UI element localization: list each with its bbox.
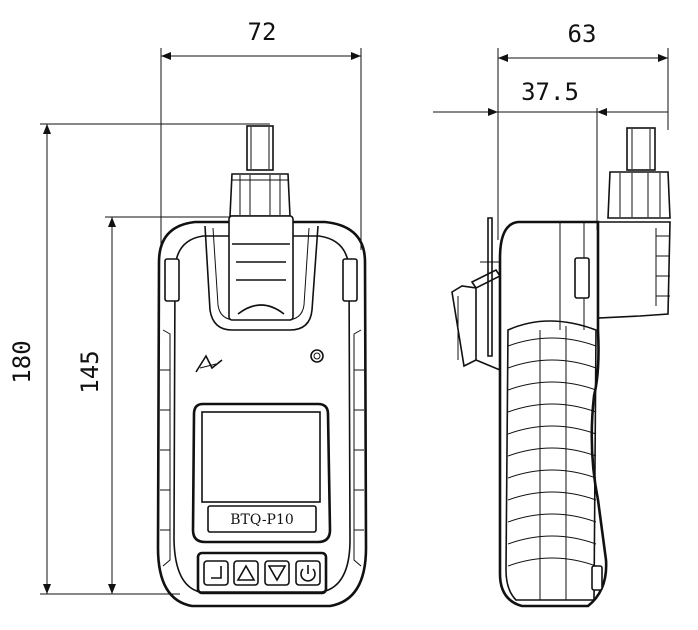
device-body-outline [156, 220, 368, 608]
side-belt-clip [451, 217, 502, 371]
down-arrow-icon [267, 565, 287, 582]
enter-button[interactable] [203, 560, 229, 586]
side-sensor-nozzle [626, 127, 656, 171]
width-dimension-label: 72 [248, 18, 277, 46]
enter-key-icon [211, 566, 222, 579]
body-height-label: 145 [76, 350, 104, 393]
model-label-plate [207, 505, 317, 533]
display-screen [201, 411, 321, 503]
up-button[interactable] [233, 560, 259, 586]
display-bezel [191, 402, 332, 544]
power-button[interactable] [295, 560, 321, 586]
keypad-panel [196, 551, 328, 595]
up-arrow-icon [236, 564, 256, 581]
power-icon [300, 565, 316, 582]
front-view: BTQ-P10 [156, 125, 368, 608]
offset-dimension-label: 37.5 [521, 78, 579, 106]
charging-port [591, 565, 603, 591]
left-clip-tab [164, 258, 180, 302]
model-label: BTQ-P10 [230, 512, 294, 528]
right-clip-tab [342, 258, 358, 302]
side-body-outline [498, 220, 608, 608]
overall-height-label: 180 [8, 340, 36, 383]
side-clip-tab [574, 257, 590, 299]
belt-clip [228, 215, 294, 321]
depth-dimension-label: 63 [568, 20, 597, 48]
indicator-light [310, 349, 324, 363]
side-view [451, 127, 671, 608]
logo-icon [195, 354, 223, 373]
down-button[interactable] [264, 560, 290, 586]
